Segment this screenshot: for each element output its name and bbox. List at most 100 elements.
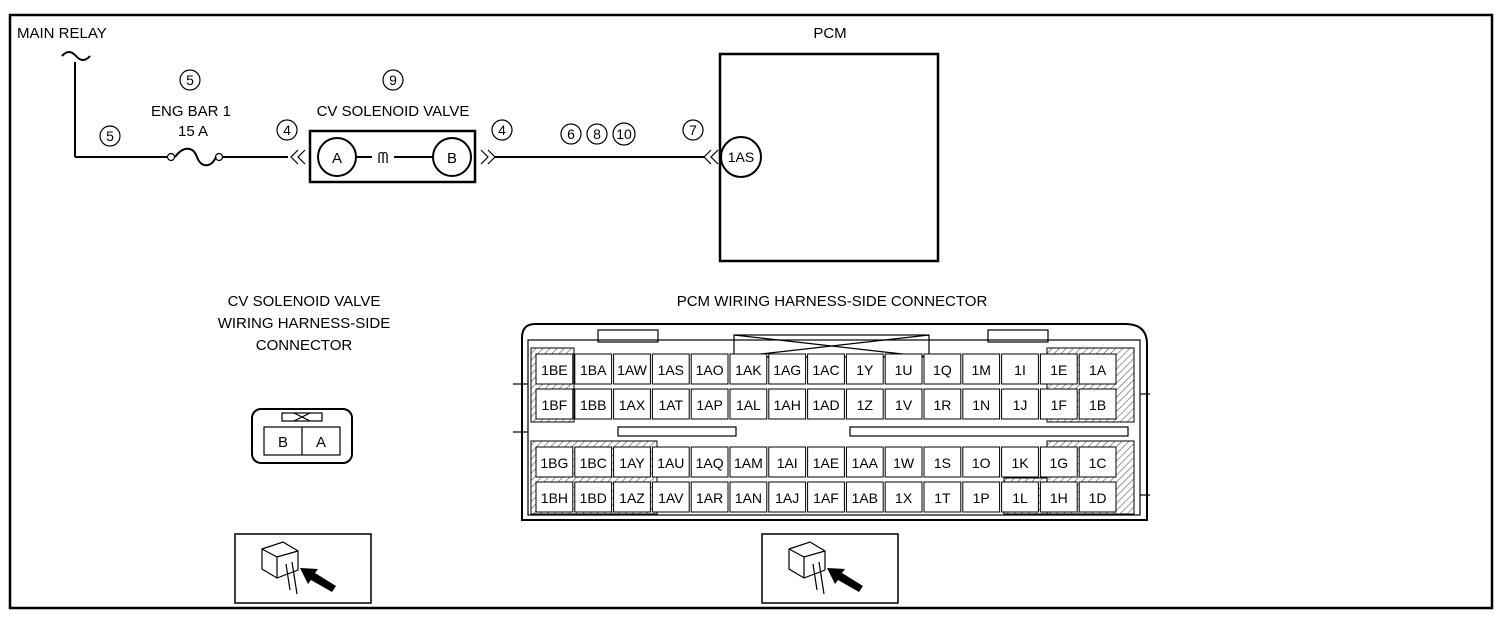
pin-cell-1h bbox=[1039, 481, 1078, 513]
pin-1q: 1Q bbox=[933, 362, 952, 378]
pin-cell-1bh bbox=[535, 481, 574, 513]
connector-view-icon-right bbox=[761, 533, 899, 604]
cv-pin-a: A bbox=[316, 434, 326, 451]
pin-1bd: 1BD bbox=[580, 490, 607, 506]
pin-cell-1l bbox=[1001, 481, 1039, 513]
wire-number-5-left: 5 bbox=[99, 125, 121, 147]
terminal-a: A bbox=[317, 137, 357, 177]
pin-1ay: 1AY bbox=[619, 455, 645, 471]
svg-text:6: 6 bbox=[567, 126, 575, 142]
pin-cell-1av bbox=[651, 481, 690, 513]
pin-1aq: 1AQ bbox=[696, 455, 724, 471]
pin-1l: 1L bbox=[1012, 490, 1028, 506]
pin-1k: 1K bbox=[1011, 455, 1029, 471]
pin-cell-1ba bbox=[574, 353, 613, 385]
valve-name: CV SOLENOID VALVE bbox=[317, 103, 470, 120]
pin-cell-1k bbox=[1001, 446, 1039, 478]
pin-cell-1af bbox=[807, 481, 845, 513]
pin-1ah: 1AH bbox=[774, 397, 801, 413]
diagram-frame bbox=[8, 13, 1494, 610]
pin-cell-1ab bbox=[845, 481, 884, 513]
cv-connector-title-3: CONNECTOR bbox=[256, 337, 353, 354]
pin-cell-1ak bbox=[729, 353, 768, 385]
pcm-box bbox=[718, 52, 940, 263]
cv-connector-shape bbox=[251, 408, 353, 464]
coil-symbol: ᗰ bbox=[378, 150, 389, 167]
main-relay-label: MAIN RELAY bbox=[17, 25, 107, 42]
pin-1t: 1T bbox=[934, 490, 951, 506]
pin-1ai: 1AI bbox=[777, 455, 798, 471]
pin-cell-1v bbox=[884, 388, 923, 420]
pin-1u: 1U bbox=[895, 362, 913, 378]
pin-cell-1aa bbox=[845, 446, 884, 478]
connector-symbol-right bbox=[480, 149, 496, 165]
cv-connector-title-2: WIRING HARNESS-SIDE bbox=[218, 315, 391, 332]
pin-1av: 1AV bbox=[658, 490, 684, 506]
pin-cell-1al bbox=[729, 388, 768, 420]
pin-1m: 1M bbox=[971, 362, 990, 378]
fuse-rating: 15 A bbox=[178, 123, 208, 140]
svg-text:A: A bbox=[332, 150, 342, 167]
pin-1bh: 1BH bbox=[541, 490, 568, 506]
pin-cell-1ay bbox=[613, 446, 651, 478]
pin-1w: 1W bbox=[893, 455, 915, 471]
pin-1a: 1A bbox=[1089, 362, 1107, 378]
pin-cell-1aq bbox=[690, 446, 729, 478]
pin-cell-1z bbox=[845, 388, 884, 420]
pin-cell-1bg bbox=[535, 446, 574, 478]
pin-cell-1bb bbox=[574, 388, 613, 420]
pin-cell-1i bbox=[1001, 353, 1039, 385]
pin-cell-1u bbox=[884, 353, 923, 385]
cv-connector-title-1: CV SOLENOID VALVE bbox=[228, 293, 381, 310]
pin-1aj: 1AJ bbox=[775, 490, 799, 506]
valve-box bbox=[308, 129, 477, 184]
pin-cell-1r bbox=[923, 388, 962, 420]
wire-number-10: 10 bbox=[612, 122, 636, 146]
pin-cell-1y bbox=[845, 353, 884, 385]
cv-pin-b: B bbox=[278, 434, 288, 451]
pin-1bg: 1BG bbox=[540, 455, 568, 471]
pin-cell-1ac bbox=[807, 353, 845, 385]
svg-text:8: 8 bbox=[593, 126, 601, 142]
pin-1al: 1AL bbox=[736, 397, 761, 413]
svg-text:10: 10 bbox=[616, 126, 632, 142]
fuse-number: 5 bbox=[179, 69, 201, 91]
svg-text:5: 5 bbox=[106, 128, 114, 144]
pin-1ag: 1AG bbox=[773, 362, 801, 378]
wire-number-8: 8 bbox=[586, 123, 608, 145]
pin-1ab: 1AB bbox=[852, 490, 878, 506]
svg-text:7: 7 bbox=[689, 122, 697, 138]
pin-cell-1ao bbox=[690, 353, 729, 385]
pin-cell-1w bbox=[884, 446, 923, 478]
connector-symbol-left bbox=[290, 149, 306, 165]
pin-cell-1q bbox=[923, 353, 962, 385]
pin-1b: 1B bbox=[1089, 397, 1106, 413]
pin-cell-1ae bbox=[807, 446, 845, 478]
pin-1v: 1V bbox=[895, 397, 913, 413]
pin-cell-1s bbox=[923, 446, 962, 478]
pin-cell-1p bbox=[962, 481, 1001, 513]
pin-1at: 1AT bbox=[658, 397, 683, 413]
pin-cell-1f bbox=[1039, 388, 1078, 420]
pin-1aw: 1AW bbox=[617, 362, 648, 378]
pin-1p: 1P bbox=[973, 490, 990, 506]
pin-cell-1t bbox=[923, 481, 962, 513]
pin-cell-1ai bbox=[768, 446, 807, 478]
svg-text:4: 4 bbox=[498, 122, 506, 138]
pin-cell-1au bbox=[651, 446, 690, 478]
pin-cell-1bc bbox=[574, 446, 613, 478]
pin-1h: 1H bbox=[1050, 490, 1068, 506]
pin-1ad: 1AD bbox=[812, 397, 839, 413]
pin-1f: 1F bbox=[1051, 397, 1067, 413]
pin-1i: 1I bbox=[1014, 362, 1026, 378]
connector-symbol-pcm bbox=[703, 149, 719, 165]
pin-1ak: 1AK bbox=[735, 362, 762, 378]
pin-1af: 1AF bbox=[813, 490, 839, 506]
pin-cell-1bf bbox=[535, 388, 574, 420]
pin-1g: 1G bbox=[1049, 455, 1068, 471]
pin-1az: 1AZ bbox=[619, 490, 645, 506]
pin-1d: 1D bbox=[1089, 490, 1107, 506]
pin-1ax: 1AX bbox=[619, 397, 646, 413]
pin-cell-1an bbox=[729, 481, 768, 513]
